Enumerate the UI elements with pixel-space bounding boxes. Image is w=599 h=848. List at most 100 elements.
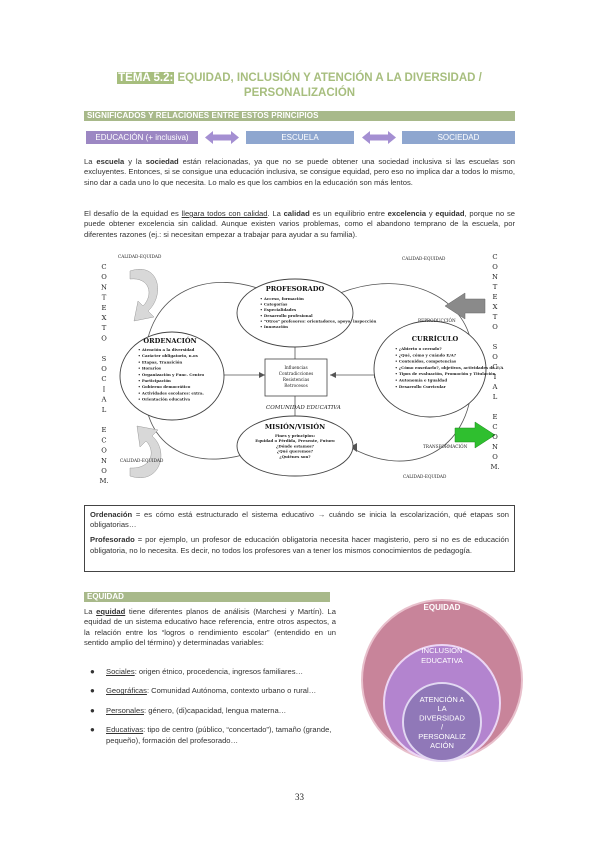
diagram-list-item: • Actividades escolares: extra. [138, 390, 205, 395]
vertical-letter: N [492, 273, 498, 281]
diagram-list-item: • Especialidades [260, 307, 297, 312]
vertical-letter: M. [99, 477, 108, 485]
vertical-letter: E [493, 413, 498, 421]
vertical-letter: E [493, 293, 498, 301]
diagram-list-item: • Orientación educativa [138, 397, 190, 402]
atencion-circle [402, 682, 482, 762]
paragraph-desafio-equidad: El desafío de la equidad es llegara todo… [84, 209, 515, 239]
box-sociedad: SOCIEDAD [402, 131, 515, 144]
vertical-letter: A [492, 383, 498, 391]
double-arrow-icon [205, 131, 239, 144]
calidad-equidad-label-tr: CALIDAD-EQUIDAD [402, 256, 446, 261]
diagram-list-item: • Atención a la diversidad [138, 347, 195, 352]
diagram-list-item: • Innovación [260, 324, 288, 329]
vertical-letter: X [102, 314, 107, 322]
diagram-list-item: Fines y principios: [275, 433, 316, 438]
vertical-letter: C [101, 436, 106, 444]
box-escuela: ESCUELA [246, 131, 354, 144]
vertical-letter: T [493, 313, 498, 321]
diagram-list-item: • Participación [138, 378, 171, 383]
diagram-list-item: • Desarrollo profesional [260, 313, 313, 318]
vertical-letter: O [101, 467, 107, 475]
mision-title: MISIÓN/VISIÓN [265, 422, 325, 431]
center-box-item: Resistencias [283, 377, 309, 382]
vertical-letter: S [493, 343, 498, 351]
vertical-letter: A [101, 396, 107, 404]
center-box-item: Contradicciones [279, 371, 314, 376]
vertical-letter: L [493, 393, 498, 401]
reproduccion-arrow-icon [444, 292, 486, 320]
calidad-equidad-label-bl: CALIDAD-EQUIDAD [120, 458, 164, 463]
center-box-item: Influencias [284, 365, 307, 370]
calidad-equidad-label-tl: CALIDAD-EQUIDAD [118, 254, 162, 259]
diagram-list-item: • Tipos de evaluación, Promoción y Titul… [395, 371, 496, 376]
tema-label: TEMA 5.2: [117, 72, 175, 84]
vertical-letter: M. [490, 463, 499, 471]
atencion-label: PERSONALIZ [418, 732, 466, 741]
vertical-letter: N [492, 443, 498, 451]
inclusion-label-2: EDUCATIVA [421, 656, 463, 665]
diagram-list-item: • Gobierno democrático [138, 384, 191, 389]
diagram-list-item: Equidad o Pérdida, Presente, Futuro [255, 438, 335, 443]
page-title: TEMA 5.2: EQUIDAD, INCLUSIÓN Y ATENCIÓN … [0, 71, 599, 101]
ordenacion-title: ORDENACIÓN [143, 336, 196, 345]
vertical-letter: O [492, 433, 498, 441]
vertical-letter: I [494, 373, 497, 381]
vertical-letter: X [493, 303, 498, 311]
vertical-letter: T [102, 294, 107, 302]
atencion-label: ATENCIÓN A [420, 695, 465, 704]
vertical-letter: O [101, 334, 107, 342]
diagram-list-item: ¿Dónde estamos? [276, 443, 315, 448]
curriculo-ellipse [373, 320, 487, 418]
vertical-letter: N [101, 457, 107, 465]
paragraph-equidad: La equidad tiene diferentes planos de an… [84, 607, 336, 648]
curriculo-title: CURRÍCULO [412, 334, 459, 343]
atencion-label: ACIÓN [430, 741, 454, 750]
diagram-list-item: • Contenidos, competencias [395, 359, 457, 364]
atencion-label: LA [437, 704, 446, 713]
paragraph-escuela-sociedad: La escuela y la sociedad están relaciona… [84, 157, 516, 187]
vertical-letter: T [493, 283, 498, 291]
equidad-circle-label: EQUIDAD [424, 603, 461, 612]
center-box-item: Retrocesos [284, 383, 307, 388]
box-educacion: EDUCACIÓN (+ inclusiva) [86, 131, 198, 144]
vertical-letter: L [102, 406, 107, 414]
diagram-list-item: • Desarrollo Curricular [395, 384, 447, 389]
vertical-letter: E [102, 304, 107, 312]
diagram-list-item: • ¿Cómo enseñarlo?, objetivos, actividad… [395, 365, 504, 370]
section-header-equidad: EQUIDAD [84, 592, 330, 602]
section-header-significados: SIGNIFICADOS Y RELACIONES ENTRE ESTOS PR… [84, 111, 515, 121]
vertical-letter: C [492, 253, 497, 261]
vertical-letter: I [103, 385, 106, 393]
vertical-letter: C [492, 363, 497, 371]
vertical-letter: O [492, 323, 498, 331]
vertical-letter: O [492, 453, 498, 461]
diagram-list-item: • Carácter obligatorio, n.os [138, 353, 199, 358]
vertical-letter: O [101, 365, 107, 373]
diagram-list-item: • Acceso, formación [260, 296, 304, 301]
profesorado-ellipse [236, 278, 354, 348]
vertical-letter: C [101, 375, 106, 383]
vertical-letter: C [492, 423, 497, 431]
vertical-letter: C [101, 263, 106, 271]
vertical-letter: O [492, 353, 498, 361]
vertical-letter: S [102, 355, 107, 363]
vertical-letter: O [101, 447, 107, 455]
reproduccion-label: REPRODUCCIÓN [418, 318, 456, 323]
diagram-list-item: • Etapas, Transición [138, 359, 182, 364]
list-item: ●Sociales: origen étnico, procedencia, i… [90, 667, 304, 676]
diagram-list-item: • Organización y Func. Centro [138, 372, 204, 377]
list-item: ●Personales: género, (di)capacidad, leng… [90, 705, 287, 715]
vertical-letter: O [101, 273, 107, 281]
diagram-list-item: • Autonomía e Igualdad [395, 378, 447, 383]
page-number: 33 [295, 792, 304, 802]
transformacion-label: TRANSFORMACIÓN [423, 444, 468, 449]
mision-ellipse [236, 415, 354, 477]
profesorado-title: PROFESORADO [266, 285, 325, 293]
vertical-letter: E [102, 426, 107, 434]
variables-list: ●Sociales: origen étnico, procedencia, i… [86, 667, 336, 755]
diagram-list-item: • ¿Abierto o cerrado? [395, 346, 442, 351]
center-box [264, 358, 328, 397]
diagram-list-item: ¿Quiénes son? [279, 454, 311, 459]
